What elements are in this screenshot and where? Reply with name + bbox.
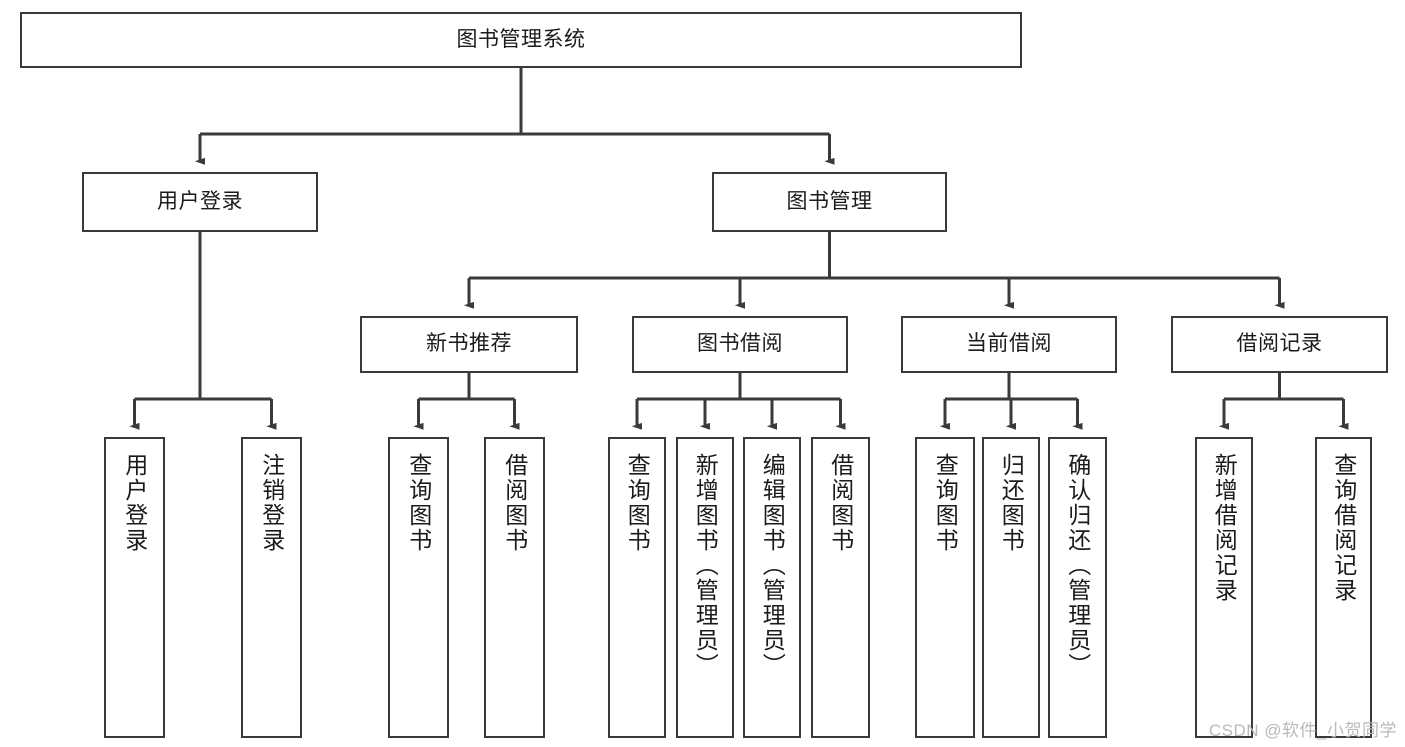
node-cur-confirm[interactable]: 确认归还（管理员） <box>1048 437 1107 738</box>
node-nb-borrow[interactable]: 借阅图书 <box>484 437 545 738</box>
node-label-newbook: 新书推荐 <box>426 332 512 356</box>
node-label-bk-add: 新增图书（管理员） <box>692 453 719 678</box>
node-label-borrow: 图书借阅 <box>697 332 783 356</box>
node-label-rec-query: 查询借阅记录 <box>1330 453 1357 603</box>
node-label-cur-confirm: 确认归还（管理员） <box>1064 453 1091 678</box>
watermark: CSDN @软件_小贺同学 <box>1208 721 1397 740</box>
node-root[interactable]: 图书管理系统 <box>20 12 1022 68</box>
node-rec-add[interactable]: 新增借阅记录 <box>1195 437 1253 738</box>
node-nb-query[interactable]: 查询图书 <box>388 437 449 738</box>
node-current[interactable]: 当前借阅 <box>901 316 1117 373</box>
node-cur-return[interactable]: 归还图书 <box>982 437 1040 738</box>
node-label-nb-query: 查询图书 <box>405 453 432 553</box>
node-label-bk-query: 查询图书 <box>624 453 651 553</box>
node-userlogin[interactable]: 用户登录 <box>104 437 165 738</box>
node-login[interactable]: 用户登录 <box>82 172 318 232</box>
node-label-userlogin: 用户登录 <box>121 453 148 553</box>
node-label-bk-borrow: 借阅图书 <box>827 453 854 553</box>
node-label-rec-add: 新增借阅记录 <box>1211 453 1238 603</box>
node-bookmgmt[interactable]: 图书管理 <box>712 172 947 232</box>
node-label-cur-return: 归还图书 <box>998 453 1025 553</box>
node-label-cur-query: 查询图书 <box>932 453 959 553</box>
node-cur-query[interactable]: 查询图书 <box>915 437 975 738</box>
node-rec-query[interactable]: 查询借阅记录 <box>1315 437 1372 738</box>
node-label-current: 当前借阅 <box>966 332 1052 356</box>
node-label-nb-borrow: 借阅图书 <box>501 453 528 553</box>
node-logout[interactable]: 注销登录 <box>241 437 302 738</box>
node-label-root: 图书管理系统 <box>456 27 586 51</box>
node-newbook[interactable]: 新书推荐 <box>360 316 578 373</box>
node-label-bk-edit: 编辑图书（管理员） <box>759 453 786 678</box>
node-records[interactable]: 借阅记录 <box>1171 316 1388 373</box>
node-borrow[interactable]: 图书借阅 <box>632 316 848 373</box>
node-bk-edit[interactable]: 编辑图书（管理员） <box>743 437 801 738</box>
node-label-login: 用户登录 <box>157 189 243 213</box>
node-label-bookmgmt: 图书管理 <box>786 189 873 213</box>
node-bk-borrow[interactable]: 借阅图书 <box>811 437 870 738</box>
node-label-logout: 注销登录 <box>258 453 285 553</box>
node-label-records: 借阅记录 <box>1236 332 1323 356</box>
node-bk-add[interactable]: 新增图书（管理员） <box>676 437 734 738</box>
node-bk-query[interactable]: 查询图书 <box>608 437 666 738</box>
